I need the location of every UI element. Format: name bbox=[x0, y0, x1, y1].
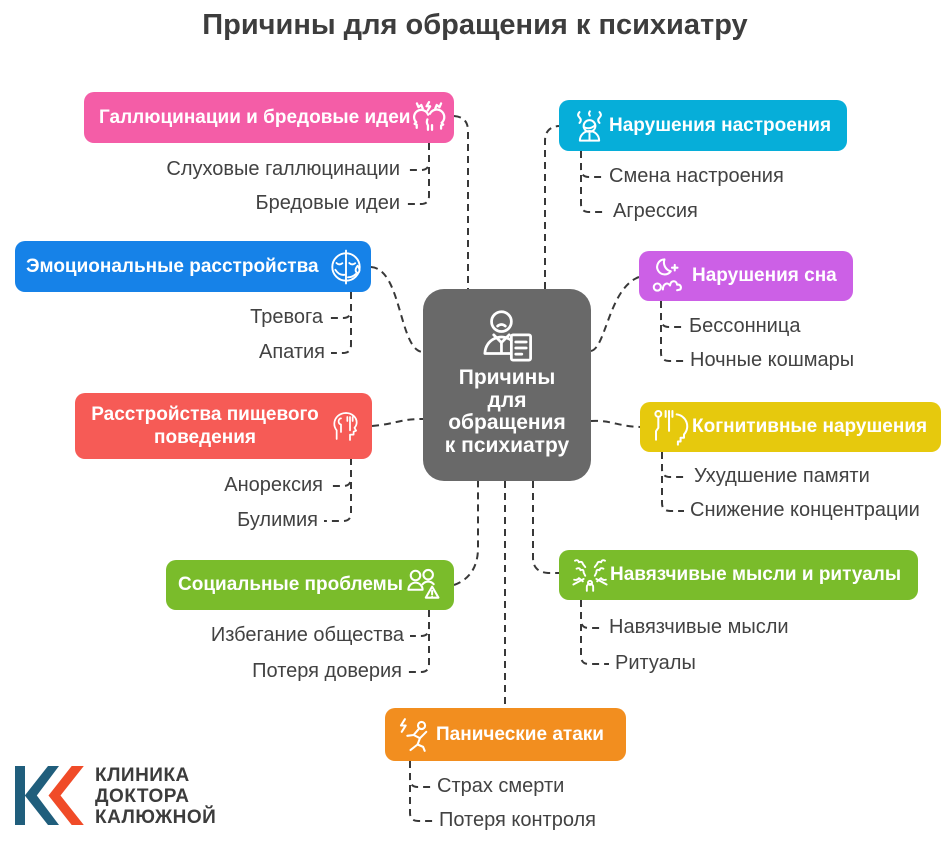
svg-text:ДОКТОРА: ДОКТОРА bbox=[95, 786, 190, 807]
svg-text:КЛИНИКА: КЛИНИКА bbox=[95, 765, 190, 786]
svg-text:КАЛЮЖНОЙ: КАЛЮЖНОЙ bbox=[95, 806, 216, 828]
